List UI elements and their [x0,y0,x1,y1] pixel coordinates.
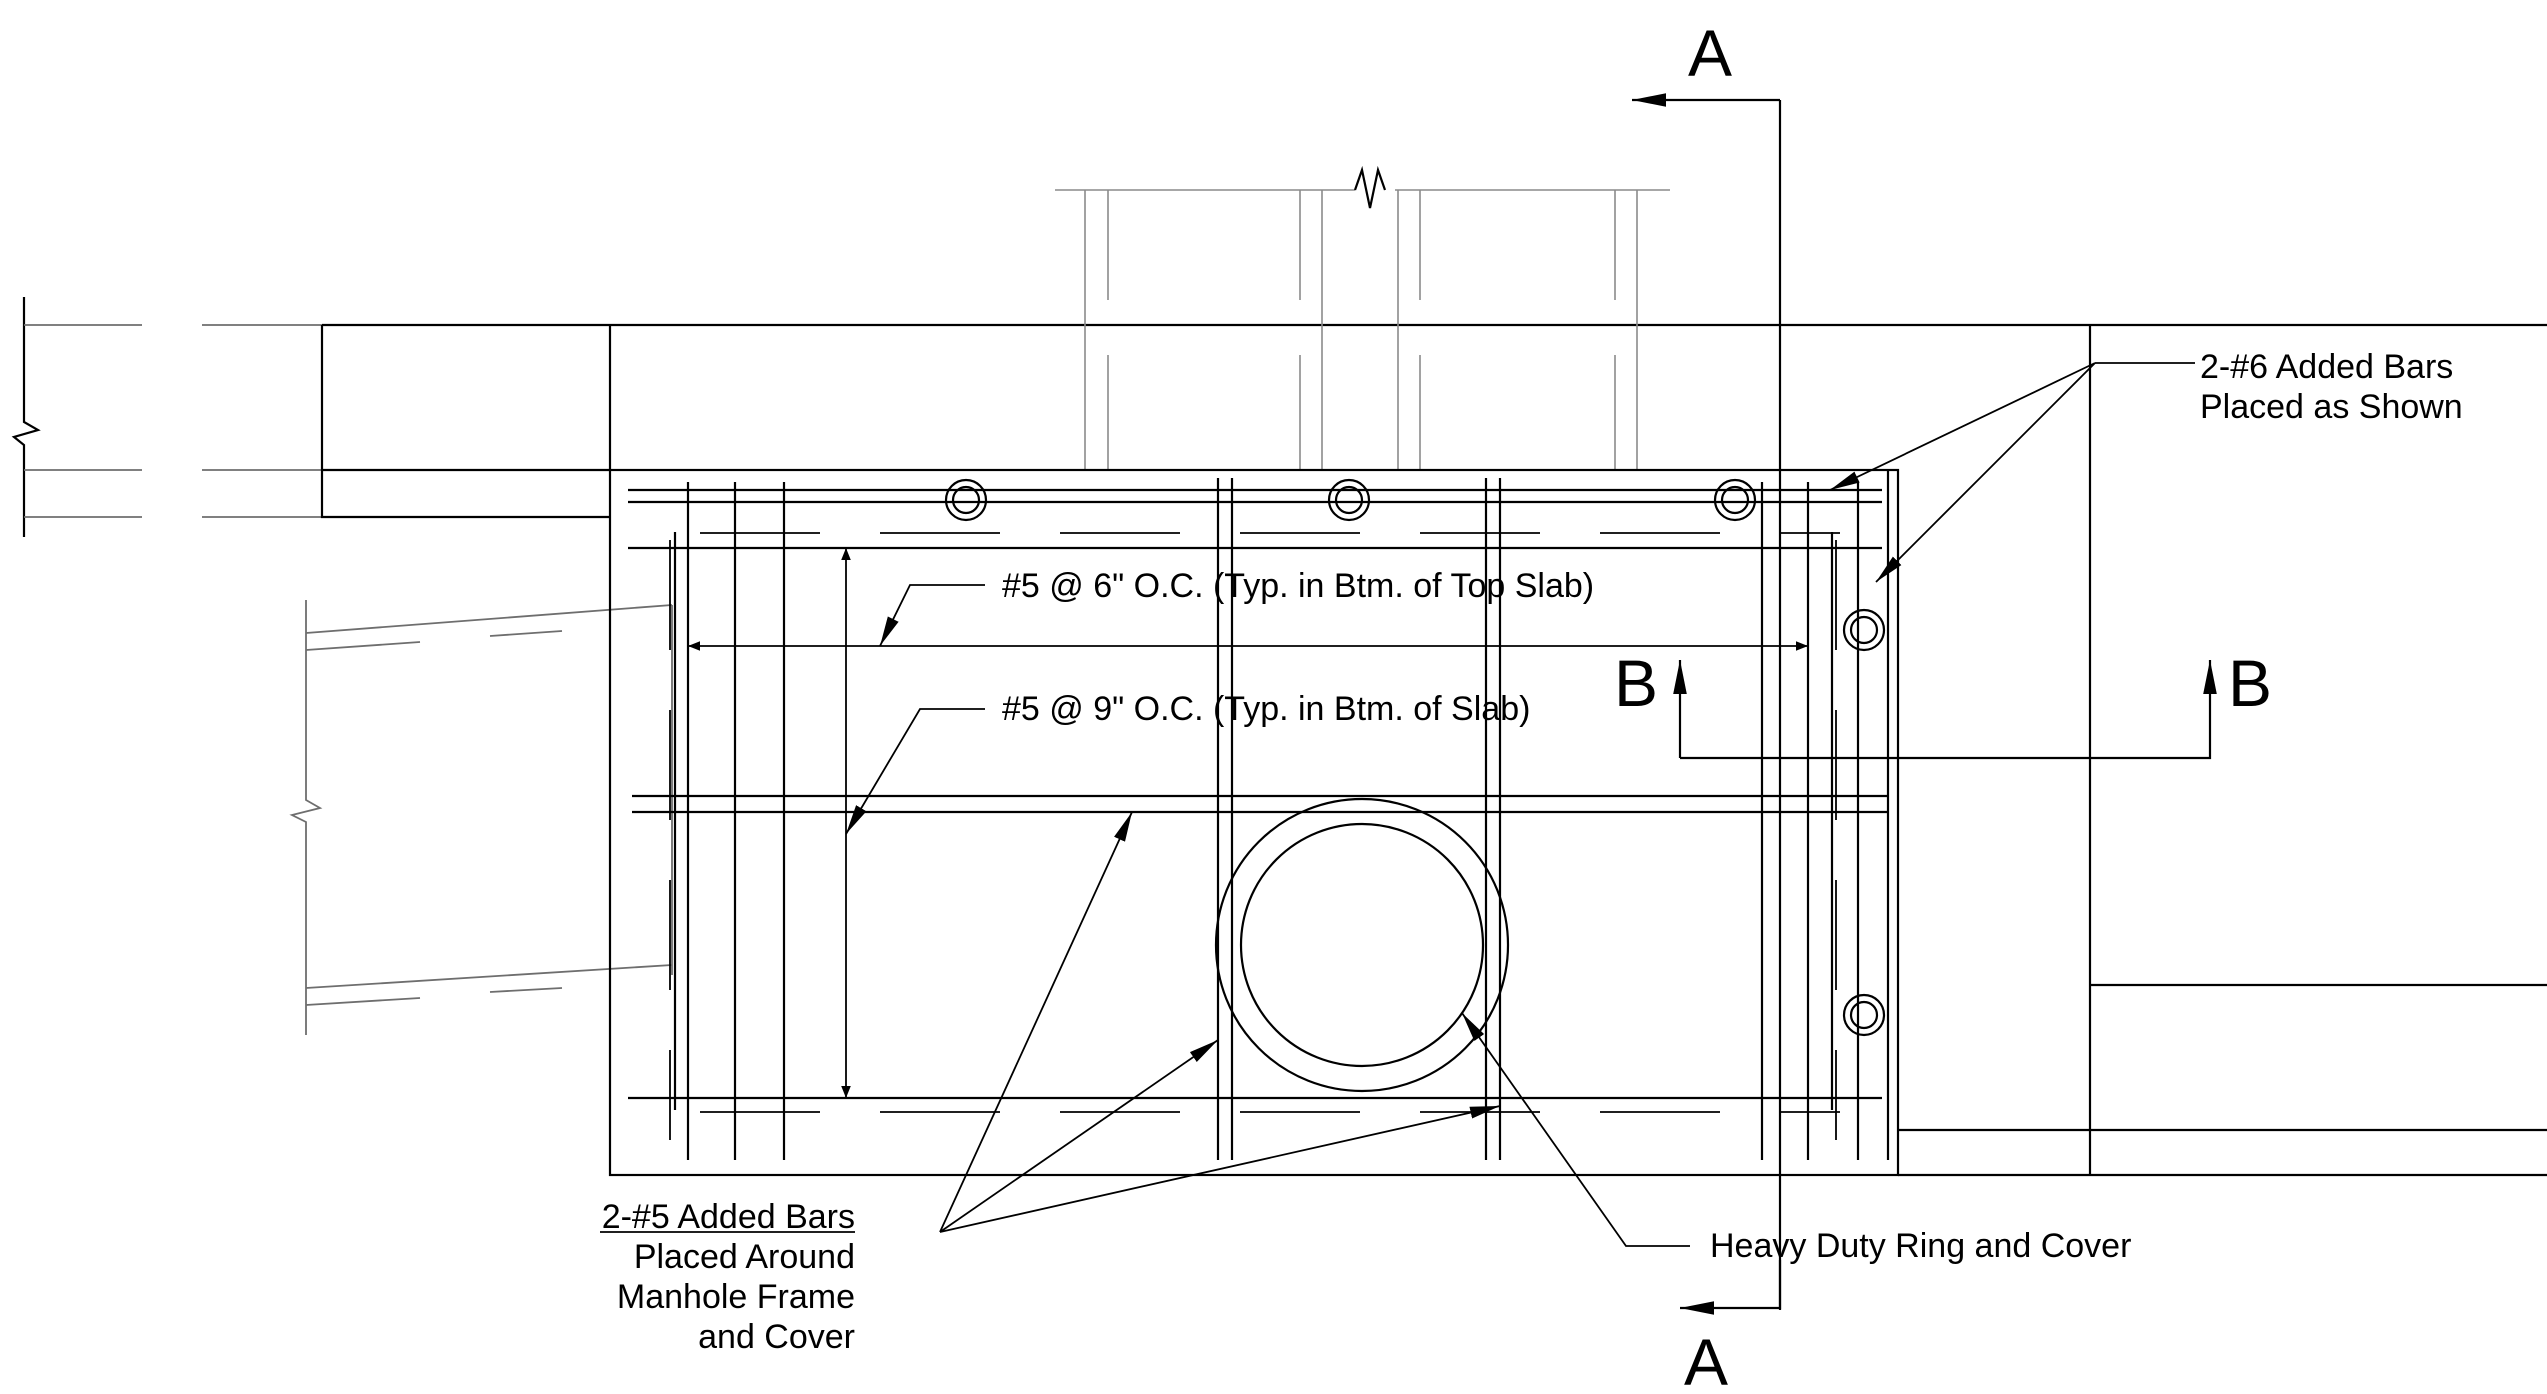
manhole-ring-and-cover [1214,797,1510,1093]
pipe-outline-left [289,600,673,1035]
section-cut-a [1632,93,1782,1315]
callout-rebar-slab: #5 @ 9" O.C. (Typ. in Btm. of Slab) [1002,690,1530,728]
callout-rebar-top-slab: #5 @ 6" O.C. (Typ. in Btm. of Top Slab) [1002,567,1594,605]
slab-outline [608,468,1900,1177]
callout-added-bars-no5-line3: Manhole Frame [617,1278,855,1316]
leader-rebar-top-slab [879,584,985,647]
rebar-vertical [669,478,1860,1160]
section-cut-b [1673,660,2217,760]
callout-added-bars-no5: 2-#5 Added Bars Placed Around Manhole Fr… [602,1198,855,1356]
existing-structure-left [11,297,610,537]
section-mark-a-top: A [1688,16,1732,90]
callout-ring-cover: Heavy Duty Ring and Cover [1710,1227,2131,1265]
leader-added-bars-no5 [600,811,1501,1233]
section-mark-b-left: B [1614,646,1658,720]
callout-added-bars-no5-line1: 2-#5 Added Bars [602,1198,855,1236]
section-mark-b-right: B [2228,646,2272,720]
callout-added-bars-no5-line2: Placed Around [634,1238,855,1276]
leader-ring-cover [1461,1012,1690,1247]
callout-added-bars-no6-line2: Placed as Shown [2200,388,2463,426]
leader-added-bars-no6 [1829,362,2195,583]
callout-added-bars-no6-line1: 2-#6 Added Bars [2200,348,2453,386]
column-above [1055,165,1670,470]
leader-rebar-slab [845,708,985,835]
callout-added-bars-no6: 2-#6 Added Bars Placed as Shown [2200,348,2463,426]
section-mark-a-bottom: A [1684,1325,1728,1394]
top-slab-outline [608,323,2547,1177]
added-bar-circles [944,478,1886,1037]
callout-added-bars-no5-line4: and Cover [698,1318,855,1356]
dimension-lines [688,548,1808,1098]
